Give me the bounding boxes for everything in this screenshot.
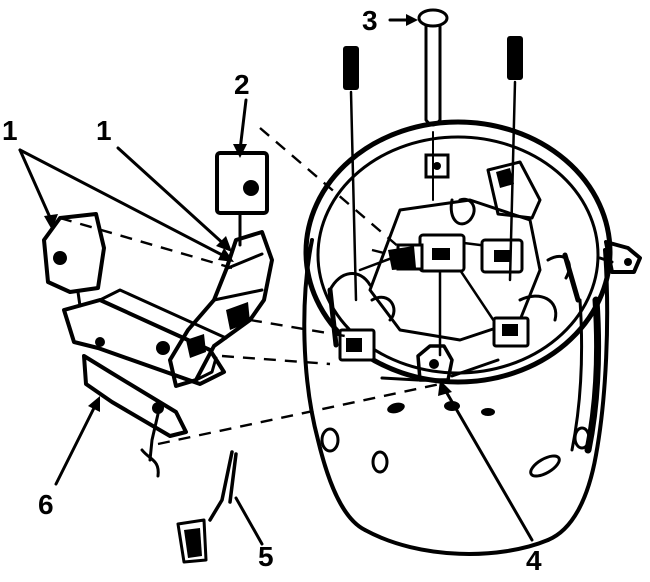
callout-6: 6: [38, 489, 54, 520]
brush-plate: [156, 151, 274, 388]
screw-left: [343, 46, 359, 302]
leader-lines: [18, 14, 534, 546]
callout-3: 3: [362, 5, 378, 36]
callout-1-left: 1: [2, 115, 18, 146]
callout-2: 2: [234, 69, 250, 100]
screw-right: [507, 36, 523, 282]
callout-1-middle: 1: [96, 115, 112, 146]
brush-assembly: [327, 153, 581, 382]
pin-item-3: [417, 8, 449, 201]
callout-5: 5: [258, 541, 274, 572]
callout-4: 4: [526, 545, 542, 576]
assembly-lines: [59, 127, 441, 446]
vent-holes: [320, 401, 591, 478]
spring-clip: [176, 450, 238, 564]
terminal-lug: [598, 240, 642, 274]
callouts: 1 1 2 3 4 5 6: [2, 5, 542, 576]
brush-holder-left: [42, 212, 228, 478]
